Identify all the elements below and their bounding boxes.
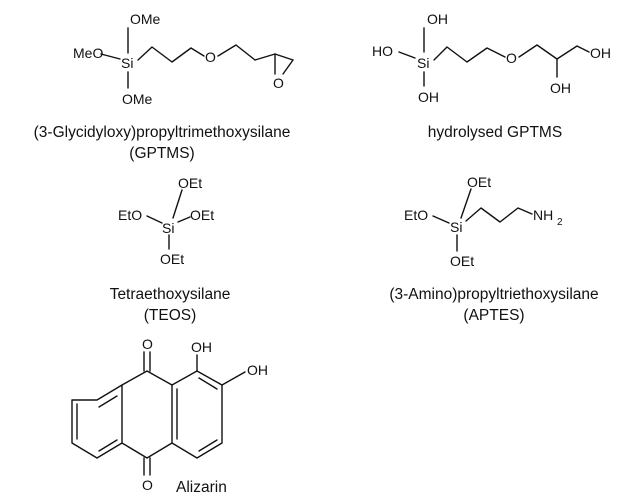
aptes-nh-subscript: 2 — [557, 217, 563, 228]
teos-oet-bottom-label: OEt — [160, 251, 184, 267]
hydrolysed-ho-left-label: HO — [372, 43, 393, 59]
gptms-name: (3-Glycidyloxy)propyltrimethoxysilane — [34, 124, 291, 141]
aptes-bonds — [432, 188, 533, 252]
teos-si-label: Si — [162, 220, 174, 236]
alizarin-oh-1-label: OH — [191, 339, 212, 355]
gptms-structure: OMe MeO Si OMe O O (3-Glycidyloxy)propyl… — [34, 11, 294, 162]
gptms-meo-label: MeO — [73, 45, 103, 61]
hydrolysed-gptms-bonds — [398, 27, 590, 87]
aptes-abbreviation: (APTES) — [463, 307, 524, 324]
alizarin-carbonyl-o-bottom-label: O — [142, 477, 153, 493]
teos-oet-right-label: OEt — [190, 207, 214, 223]
aptes-si-label: Si — [450, 219, 462, 235]
teos-abbreviation: (TEOS) — [144, 307, 197, 324]
gptms-si-label: Si — [121, 55, 133, 71]
gptms-abbreviation: (GPTMS) — [129, 145, 194, 162]
teos-oet-top-label: OEt — [178, 175, 202, 191]
gptms-ome-top-label: OMe — [130, 11, 161, 27]
hydrolysed-gptms-structure: OH HO Si OH O OH OH hydrolysed GPTMS — [372, 11, 611, 141]
hydrolysed-gptms-name: hydrolysed GPTMS — [428, 124, 562, 141]
alizarin-name: Alizarin — [176, 479, 227, 496]
alizarin-carbonyl-o-top-label: O — [142, 336, 153, 352]
teos-structure: OEt EtO Si OEt OEt Tetraethoxysilane (TE… — [110, 175, 231, 324]
aptes-oet-top-label: OEt — [467, 174, 491, 190]
alizarin-oh-2-label: OH — [247, 362, 268, 378]
alizarin-structure: O O OH OH Alizarin — [71, 336, 268, 496]
aptes-oet-bottom-label: OEt — [450, 253, 474, 269]
teos-eto-label: EtO — [118, 207, 142, 223]
aptes-nh-label: NH — [533, 207, 553, 223]
aptes-structure: OEt EtO Si OEt NH 2 (3-Amino)propyltriet… — [389, 174, 598, 324]
hydrolysed-oh-end-label: OH — [590, 45, 611, 61]
aptes-name: (3-Amino)propyltriethoxysilane — [389, 286, 598, 303]
alizarin-bonds — [71, 351, 246, 476]
hydrolysed-oh-top-label: OH — [427, 11, 448, 27]
gptms-epoxide-o-label: O — [273, 75, 284, 91]
gptms-ome-bottom-label: OMe — [122, 91, 153, 107]
aptes-eto-label: EtO — [404, 207, 428, 223]
gptms-bonds — [100, 27, 294, 89]
hydrolysed-oh-branch-label: OH — [550, 80, 571, 96]
hydrolysed-oh-bottom-label: OH — [418, 89, 439, 105]
teos-name: Tetraethoxysilane — [110, 286, 231, 303]
hydrolysed-ether-o-label: O — [506, 50, 517, 66]
hydrolysed-si-label: Si — [417, 55, 429, 71]
gptms-ether-o-label: O — [205, 49, 216, 65]
teos-bonds — [146, 189, 191, 250]
